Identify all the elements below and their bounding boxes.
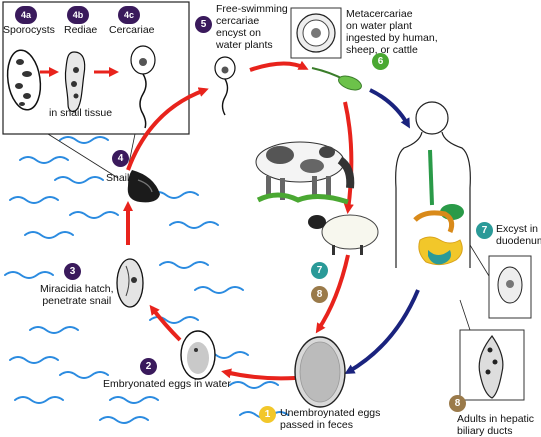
badge-2: 2 xyxy=(140,358,157,375)
label-excyst: Excyst in duodenum xyxy=(496,223,541,247)
sporocyst-illustration xyxy=(6,49,42,111)
miracidium-illustration xyxy=(116,258,144,308)
label-embryonated-eggs: Embryonated eggs in water xyxy=(103,378,231,390)
badge-5: 5 xyxy=(195,16,212,33)
badge-1: 1 xyxy=(259,406,276,423)
badge-7: 7 xyxy=(476,222,493,239)
badge-3: 3 xyxy=(64,263,81,280)
metacercaria-cyst-illustration xyxy=(296,13,336,53)
label-sporocysts: Sporocysts xyxy=(3,24,55,36)
adult-fluke-illustration xyxy=(478,334,504,399)
inset-pointer-left xyxy=(47,133,119,179)
excysting-metacercaria-illustration xyxy=(497,266,523,304)
arrow-plant-to-animals xyxy=(343,101,354,214)
label-free-swimming-cercariae: Free-swimming cercariae encyst on water … xyxy=(216,3,288,51)
label-cercariae: Cercariae xyxy=(109,24,155,36)
arrow-human-to-eggs xyxy=(344,289,420,374)
arrow-snail-to-cercariae xyxy=(126,87,209,171)
arrow-ingestion-to-human xyxy=(369,88,410,129)
label-rediae: Rediae xyxy=(64,24,98,36)
badge-4: 4 xyxy=(112,150,129,167)
arrow-unembryonated-to-embryonated xyxy=(221,368,296,381)
label-metacercariae: Metacercariae on water plant ingested by… xyxy=(346,8,438,56)
cercaria-illustration xyxy=(130,45,156,129)
arrow-eggs-to-miracidia xyxy=(149,304,182,342)
unembryonated-egg-illustration xyxy=(294,336,346,408)
excyst-pointer xyxy=(469,244,490,277)
badge-8: 8 xyxy=(449,395,466,412)
badge-4b: 4b xyxy=(67,6,89,24)
label-adults: Adults in hepatic biliary ducts xyxy=(457,413,535,437)
badge-7-animals: 7 xyxy=(311,262,328,279)
label-unembryonated-eggs: Unembroynated eggs passed in feces xyxy=(280,407,381,431)
redia-illustration xyxy=(64,51,86,113)
label-in-snail-tissue: in snail tissue xyxy=(49,107,113,119)
adult-pointer xyxy=(459,299,471,331)
sheep-illustration xyxy=(308,214,379,255)
arrow-animals-to-eggs xyxy=(315,254,350,334)
human-illustration xyxy=(395,101,471,268)
water-plant-illustration xyxy=(311,67,362,91)
badge-6: 6 xyxy=(372,53,389,70)
badge-4c: 4c xyxy=(118,6,140,24)
free-swimming-cercaria-illustration xyxy=(214,56,236,116)
arrow-cercariae-to-plant xyxy=(249,60,309,72)
cattle-illustration xyxy=(255,141,355,205)
label-snail: Snail xyxy=(106,172,130,184)
badge-8-animals: 8 xyxy=(311,286,328,303)
embryonated-egg-illustration xyxy=(180,330,216,380)
label-miracidia: Miracidia hatch, penetrate snail xyxy=(40,283,114,307)
snail-illustration xyxy=(127,170,160,203)
badge-4a: 4a xyxy=(15,6,37,24)
